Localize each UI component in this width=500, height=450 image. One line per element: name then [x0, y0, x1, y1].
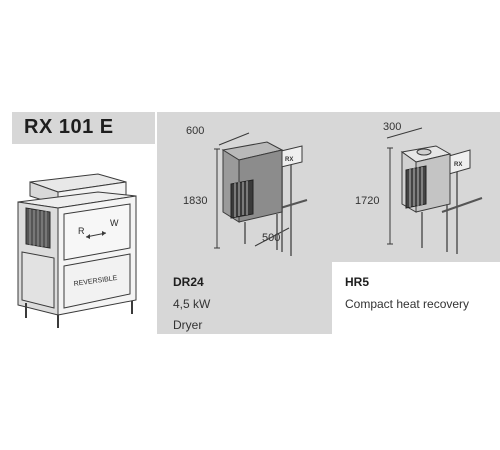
hr5-code: HR5	[345, 275, 370, 289]
model-title: RX 101 E	[24, 116, 114, 138]
hr5-panel-lower	[332, 262, 500, 334]
label-r: R	[78, 226, 85, 236]
dr24-height-dim: 1830	[183, 195, 208, 207]
hr5-drawing: RX	[386, 127, 483, 254]
dishwasher-illustration: R W REVERSIBLE	[8, 170, 158, 330]
dr24-depth-dim: 500	[262, 232, 281, 244]
dr24-power: 4,5 kW	[173, 297, 211, 311]
model-title-box	[12, 112, 155, 144]
label-w: W	[110, 218, 119, 228]
svg-text:RX: RX	[454, 162, 462, 168]
dr24-code: DR24	[173, 275, 204, 289]
svg-text:RX: RX	[285, 157, 293, 163]
hr5-description: Compact heat recovery	[345, 297, 470, 311]
dr24-width-dim: 600	[186, 125, 205, 137]
hr5-width-dim: 300	[383, 121, 402, 133]
hr5-height-dim: 1720	[355, 195, 380, 207]
dr24-description: Dryer	[173, 318, 203, 332]
dr24-drawing: RX	[214, 132, 308, 256]
dishwasher-drawing: R W REVERSIBLE	[17, 173, 137, 328]
